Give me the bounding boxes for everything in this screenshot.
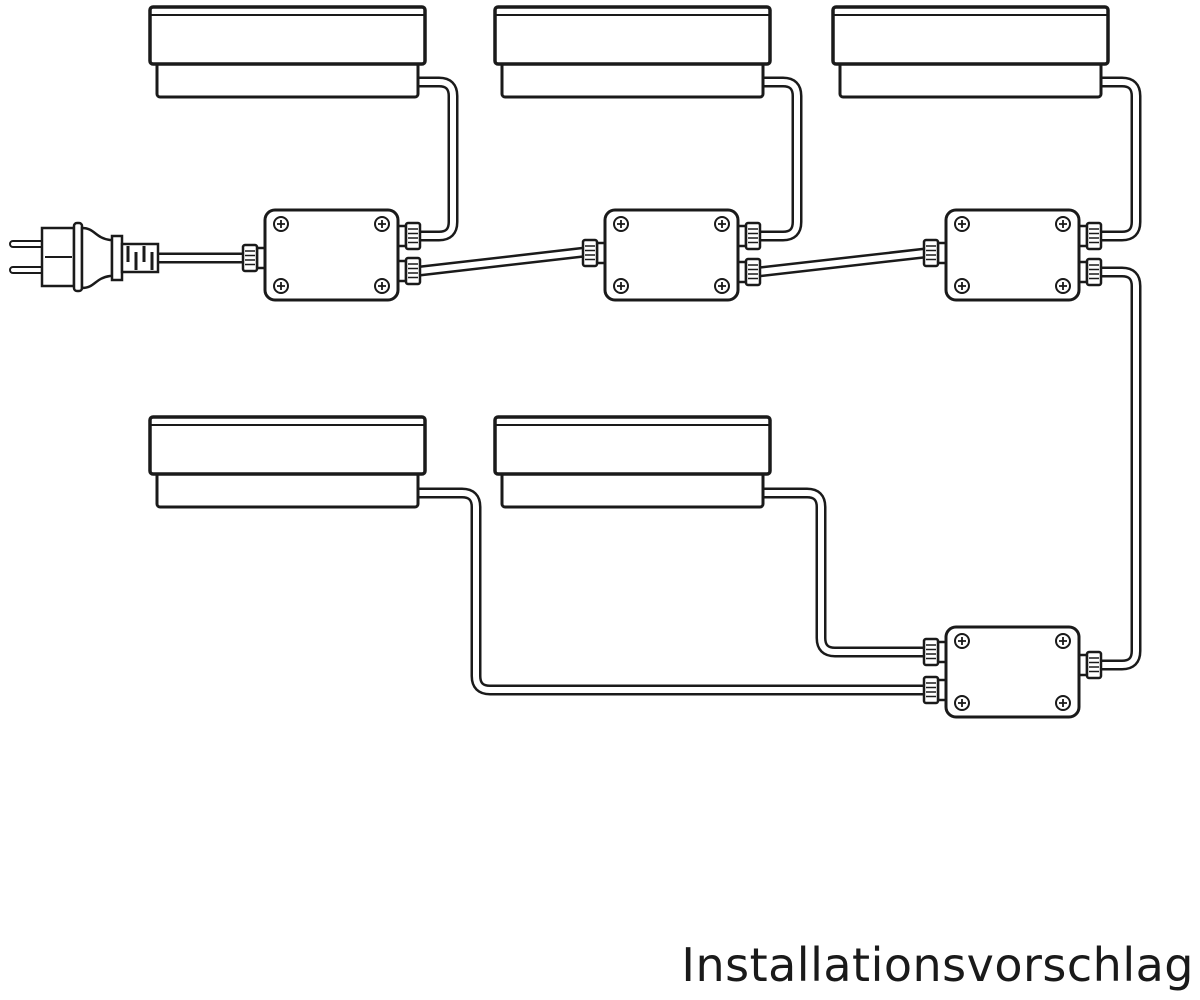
lamps bbox=[148, 5, 1110, 509]
lamp bbox=[493, 5, 772, 99]
connector-nut bbox=[744, 257, 762, 287]
cable bbox=[757, 247, 926, 278]
cables bbox=[150, 76, 1142, 696]
lamp bbox=[831, 5, 1110, 99]
cable bbox=[414, 76, 459, 242]
connector-nut bbox=[241, 243, 259, 273]
connector-nut bbox=[581, 238, 599, 268]
lamp bbox=[148, 415, 427, 509]
junction-box bbox=[922, 625, 1103, 719]
connector-nut bbox=[1085, 257, 1103, 287]
cable bbox=[419, 246, 586, 277]
connector-nut bbox=[1085, 221, 1103, 251]
cable bbox=[1098, 266, 1142, 671]
junction-boxes bbox=[241, 208, 1103, 719]
connector-nut bbox=[922, 238, 940, 268]
cable bbox=[1098, 76, 1142, 242]
cable bbox=[760, 487, 925, 658]
connector-nut bbox=[922, 675, 940, 705]
connector-nut bbox=[404, 221, 422, 251]
connector-nut bbox=[1085, 650, 1103, 680]
junction-box bbox=[241, 208, 422, 302]
connector-nut bbox=[744, 221, 762, 251]
junction-box bbox=[922, 208, 1103, 302]
cable bbox=[414, 487, 925, 696]
lamp bbox=[148, 5, 427, 99]
connector-nut bbox=[922, 637, 940, 667]
cable bbox=[758, 76, 803, 242]
diagram-caption: Installationsvorschlag bbox=[681, 938, 1194, 992]
power-plug-icon bbox=[9, 221, 160, 293]
junction-box bbox=[581, 208, 762, 302]
lamp bbox=[493, 415, 772, 509]
connector-nut bbox=[404, 256, 422, 286]
